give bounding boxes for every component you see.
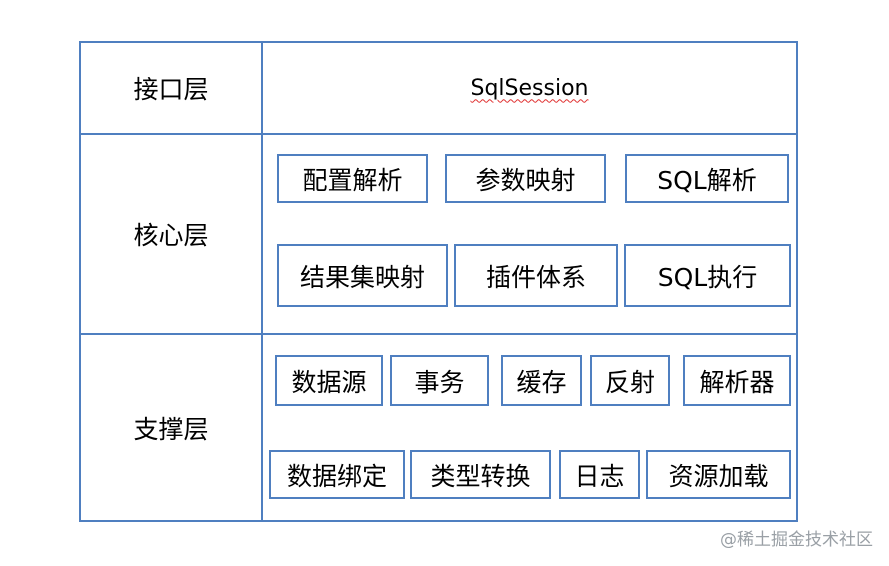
row-divider-core-support <box>79 333 798 335</box>
type-conversion-box: 类型转换 <box>410 450 551 499</box>
datasource-box: 数据源 <box>275 355 383 406</box>
parameter-mapping-box: 参数映射 <box>445 154 606 203</box>
sqlsession-text: SqlSession <box>263 43 796 133</box>
watermark: @稀土掘金技术社区 <box>720 530 873 550</box>
data-binding-box: 数据绑定 <box>269 450 405 499</box>
resultset-mapping-box: 结果集映射 <box>277 244 448 307</box>
interface-layer-label: 接口层 <box>133 75 209 104</box>
support-layer-label: 支撑层 <box>133 414 209 444</box>
logging-box: 日志 <box>559 450 640 499</box>
column-divider <box>261 41 263 522</box>
architecture-table <box>79 41 798 522</box>
config-parsing-box: 配置解析 <box>277 154 428 203</box>
sqlsession-label: SqlSession <box>470 75 589 101</box>
core-layer-label: 核心层 <box>133 221 209 250</box>
cache-box: 缓存 <box>501 355 582 406</box>
plugin-system-box: 插件体系 <box>454 244 618 307</box>
sql-execution-box: SQL执行 <box>624 244 791 307</box>
resource-loading-box: 资源加载 <box>646 450 791 499</box>
row-divider-interface-core <box>79 133 798 135</box>
reflection-box: 反射 <box>590 355 670 406</box>
sql-parsing-box: SQL解析 <box>625 154 789 203</box>
parser-box: 解析器 <box>683 355 791 406</box>
transaction-box: 事务 <box>390 355 489 406</box>
